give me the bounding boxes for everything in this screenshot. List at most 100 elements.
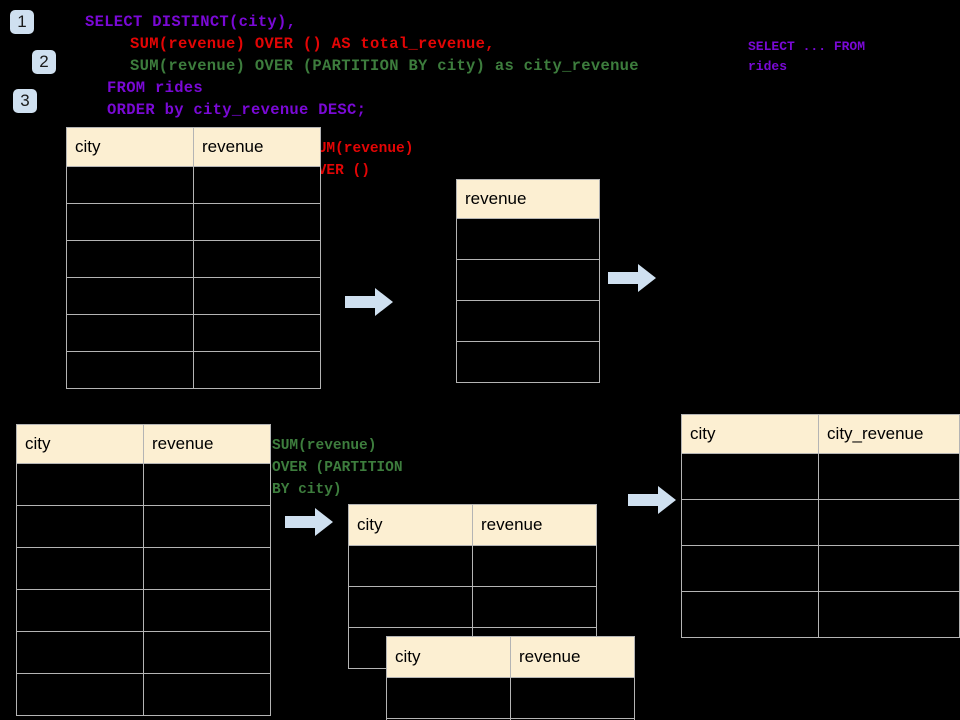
table-cell-city — [66, 351, 194, 389]
table-row — [16, 673, 271, 716]
table-row — [16, 463, 271, 506]
table-cell-city-revenue — [818, 453, 960, 500]
table-row — [680, 545, 960, 592]
table-cell-revenue — [193, 203, 321, 241]
table-row — [348, 545, 597, 587]
table-cell-revenue — [456, 259, 600, 301]
column-header-city: city — [66, 127, 194, 167]
table-cell-revenue — [143, 505, 271, 548]
annotation-sum-over-partition: SUM(revenue) OVER (PARTITION BY city) — [272, 438, 403, 498]
sidenote-select-from-rides: SELECT ... FROM rides — [748, 39, 866, 74]
sql-line-city-revenue: SUM(revenue) OVER (PARTITION BY city) as… — [130, 57, 639, 75]
sql-line-select-distinct: SELECT DISTINCT(city), — [85, 13, 297, 31]
column-header-city-revenue: city_revenue — [818, 414, 960, 454]
table-cell-city-revenue — [818, 545, 960, 592]
table-header-row: revenue — [456, 179, 600, 219]
table-cell-revenue — [143, 673, 271, 716]
table-cell-city — [16, 673, 144, 716]
table-cell-city — [680, 545, 820, 592]
table-row — [66, 166, 321, 204]
table-cell-city — [66, 314, 194, 352]
step-badge-2: 2 — [32, 50, 56, 74]
table-cell-revenue — [456, 300, 600, 342]
table-cell-city — [16, 505, 144, 548]
table-row — [680, 591, 960, 638]
column-header-revenue: revenue — [510, 636, 635, 678]
table-row — [386, 677, 635, 719]
table-row — [66, 203, 321, 241]
table-cell-revenue — [193, 240, 321, 278]
table-row — [66, 277, 321, 315]
table-row — [680, 453, 960, 500]
arrow-rides-to-partitions-icon — [285, 508, 333, 536]
step-badge-1: 1 — [10, 10, 34, 34]
arrow-revenue-to-result-icon — [608, 264, 656, 292]
table-cell-city — [66, 166, 194, 204]
table-cell-city — [16, 589, 144, 632]
table-revenue-only: revenue — [456, 179, 600, 383]
table-cell-revenue — [143, 463, 271, 506]
column-header-city: city — [16, 424, 144, 464]
table-cell-city — [386, 677, 511, 719]
table-row — [66, 240, 321, 278]
sql-line-total-revenue: SUM(revenue) OVER () AS total_revenue, — [130, 35, 495, 53]
table-cell-revenue — [143, 547, 271, 590]
column-header-revenue: revenue — [193, 127, 321, 167]
table-cell-revenue — [472, 586, 597, 628]
table-cell-revenue — [143, 631, 271, 674]
table-cell-revenue — [456, 218, 600, 260]
table-cell-city — [66, 240, 194, 278]
table-row — [456, 218, 600, 260]
column-header-revenue: revenue — [472, 504, 597, 546]
table-cell-city — [680, 499, 820, 546]
table-row — [680, 499, 960, 546]
table-cell-revenue — [193, 351, 321, 389]
table-cell-city — [348, 586, 473, 628]
table-row — [386, 718, 635, 720]
column-header-city: city — [386, 636, 511, 678]
table-cell-city — [16, 463, 144, 506]
step-badge-3: 3 — [13, 89, 37, 113]
table-cell-revenue — [472, 545, 597, 587]
table-row — [16, 505, 271, 548]
table-cell-city — [66, 203, 194, 241]
column-header-city: city — [680, 414, 820, 454]
table-cell-revenue — [510, 718, 635, 720]
table-cell-revenue — [510, 677, 635, 719]
sql-line-from: FROM rides — [107, 79, 204, 97]
table-cell-city-revenue — [818, 499, 960, 546]
table-cell-city-revenue — [818, 591, 960, 638]
table-row — [66, 314, 321, 352]
table-cell-revenue — [193, 277, 321, 315]
table-row — [348, 586, 597, 628]
table-cell-city — [16, 547, 144, 590]
table-cell-city — [680, 453, 820, 500]
table-cell-revenue — [456, 341, 600, 383]
column-header-revenue: revenue — [143, 424, 271, 464]
table-row — [456, 341, 600, 383]
annotation-sum-over-empty: SUM(revenue) OVER () — [309, 141, 414, 179]
sql-line-order-by: ORDER by city_revenue DESC; — [107, 101, 367, 119]
arrow-partitions-to-result-icon — [628, 486, 676, 514]
arrow-rides-to-revenue-icon — [345, 288, 393, 316]
table-cell-city — [348, 545, 473, 587]
table-cell-city — [66, 277, 194, 315]
table-cell-revenue — [193, 314, 321, 352]
table-cell-city — [680, 591, 820, 638]
table-row — [456, 300, 600, 342]
column-header-revenue: revenue — [456, 179, 600, 219]
table-row — [456, 259, 600, 301]
column-header-city: city — [348, 504, 473, 546]
table-cell-revenue — [193, 166, 321, 204]
table-row — [16, 547, 271, 590]
table-cell-city — [16, 631, 144, 674]
